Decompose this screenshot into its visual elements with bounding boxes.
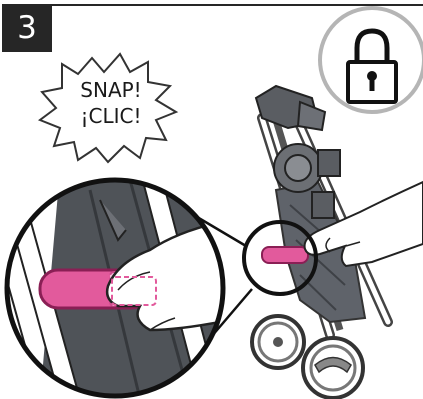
snap-callout-line2: ¡CLIC! bbox=[59, 103, 163, 129]
snap-callout-text: SNAP! ¡CLIC! bbox=[59, 77, 163, 129]
folded-stroller bbox=[252, 86, 423, 398]
snap-callout-line1: SNAP! bbox=[59, 77, 163, 103]
lock-icon bbox=[320, 8, 423, 112]
zoomed-detail bbox=[0, 170, 230, 399]
